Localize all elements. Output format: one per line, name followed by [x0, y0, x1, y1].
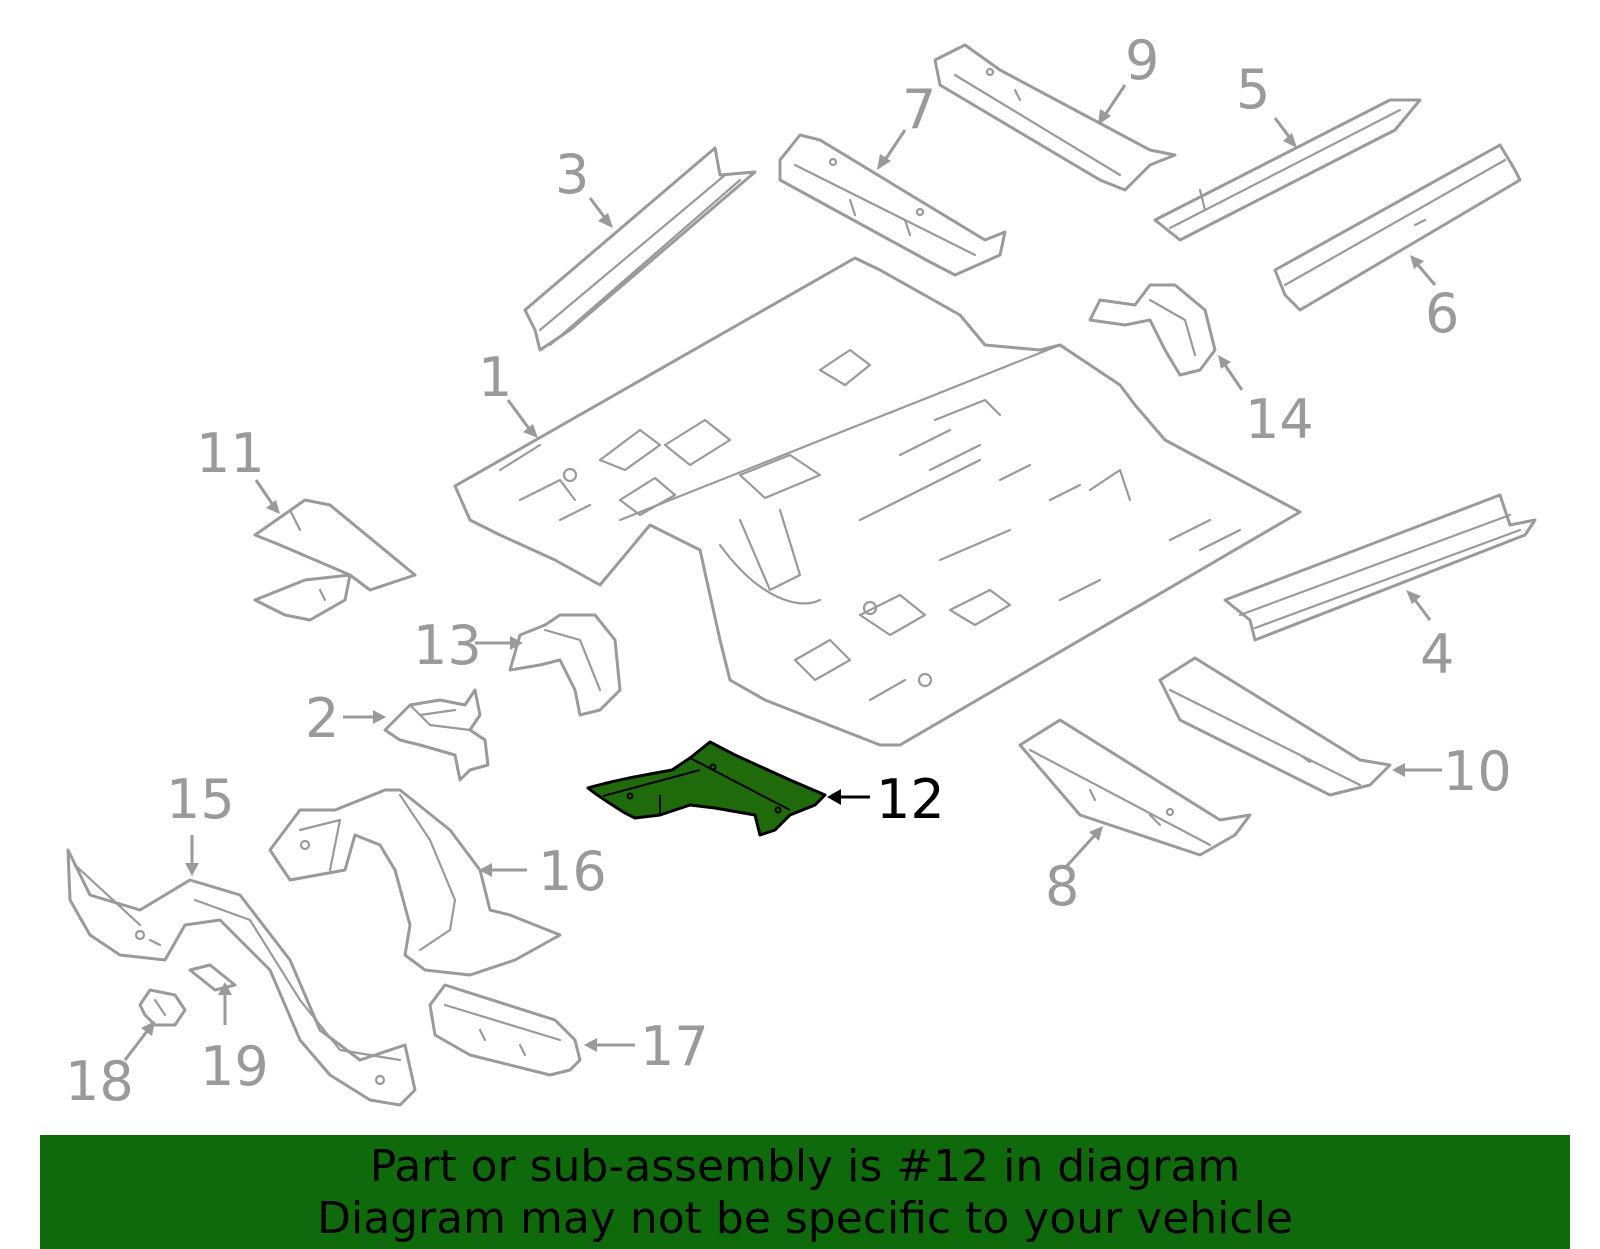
- part-1-floor-pan[interactable]: [453, 256, 1302, 747]
- part-5-rail[interactable]: [1153, 98, 1422, 242]
- callout-labels: 1 2 3 4 5 6 7 8 9 10 11 12 13 14 15 16 1…: [65, 29, 1512, 1113]
- part-13-bracket[interactable]: [508, 613, 622, 717]
- callout-10[interactable]: 10: [1443, 740, 1512, 803]
- callout-9[interactable]: 9: [1125, 29, 1159, 92]
- part-17-lower-rail[interactable]: [428, 983, 582, 1077]
- part-8-member[interactable]: [1018, 718, 1252, 857]
- part-19-clip[interactable]: [188, 963, 237, 992]
- callout-5[interactable]: 5: [1236, 58, 1270, 121]
- callout-17[interactable]: 17: [640, 1015, 709, 1078]
- part-9-member[interactable]: [933, 43, 1177, 192]
- callout-18[interactable]: 18: [65, 1050, 134, 1113]
- part-16-wheelhouse[interactable]: [268, 788, 562, 977]
- banner-line-2: Diagram may not be specific to your vehi…: [317, 1193, 1293, 1244]
- part-11-bracket[interactable]: [253, 498, 417, 622]
- leader-lines: [123, 84, 1442, 1061]
- callout-11[interactable]: 11: [196, 422, 265, 485]
- part-2-bracket[interactable]: [383, 688, 490, 782]
- callout-13[interactable]: 13: [413, 614, 482, 677]
- part-6-rail[interactable]: [1273, 143, 1522, 312]
- part-12-highlighted[interactable]: [586, 740, 827, 837]
- info-banner: Part or sub-assembly is #12 in diagram D…: [40, 1135, 1570, 1249]
- part-15-frame-rail[interactable]: [66, 848, 417, 1107]
- part-18-small-bracket[interactable]: [138, 988, 187, 1027]
- callout-12[interactable]: 12: [876, 768, 945, 831]
- part-4-rail[interactable]: [1223, 493, 1537, 642]
- part-3-rail[interactable]: [523, 146, 757, 352]
- callout-19[interactable]: 19: [200, 1035, 269, 1098]
- callout-14[interactable]: 14: [1245, 388, 1314, 451]
- part-7-member[interactable]: [778, 133, 1007, 277]
- callout-1[interactable]: 1: [478, 346, 512, 409]
- part-10-member[interactable]: [1158, 656, 1392, 797]
- callout-2[interactable]: 2: [305, 687, 339, 750]
- callout-8[interactable]: 8: [1045, 855, 1079, 918]
- callout-3[interactable]: 3: [555, 143, 589, 206]
- callout-4[interactable]: 4: [1420, 623, 1454, 686]
- part-14-bracket[interactable]: [1088, 283, 1217, 377]
- callout-15[interactable]: 15: [166, 768, 235, 831]
- callout-6[interactable]: 6: [1425, 282, 1459, 345]
- callout-7[interactable]: 7: [902, 78, 936, 141]
- callout-16[interactable]: 16: [538, 840, 607, 903]
- banner-line-1: Part or sub-assembly is #12 in diagram: [369, 1141, 1241, 1192]
